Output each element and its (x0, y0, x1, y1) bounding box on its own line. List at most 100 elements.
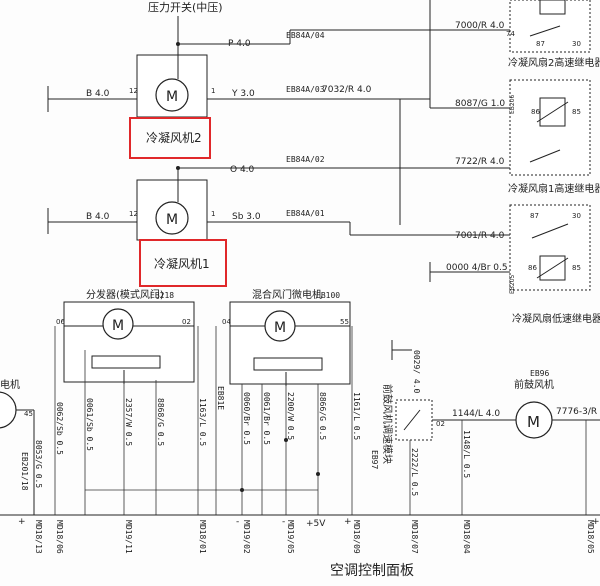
blower-code: EB96 (530, 369, 549, 378)
blower-wire: 7776-3/R 4.0 (556, 407, 600, 417)
speed-wire-0: 1148/L 0.5 (462, 430, 471, 478)
r3-side: EB205 (509, 274, 516, 294)
fan2-pin-right: 1 (211, 87, 215, 95)
speed-wire-1: 2222/L 0.5 (410, 448, 419, 496)
relay1-label: 冷凝风扇2高速继电器 (508, 56, 600, 69)
mixer-wire-4: 1161/L 0.5 (352, 392, 361, 440)
control-panel-title: 空调控制面板 (330, 563, 414, 579)
fan2-wire-right: Y 3.0 (231, 89, 255, 99)
fan2-highlight (129, 117, 211, 159)
fan1-wire-right: Sb 3.0 (232, 212, 261, 222)
mixer-code: EB100 (316, 291, 340, 300)
pressure-switch-label: 压力开关(中压) (148, 0, 223, 14)
bottom-conn-9: MD18/05 (586, 520, 595, 554)
sym-minus1: - (236, 517, 239, 527)
sym-plus4: + (592, 517, 600, 527)
r3-pin-d: 85 (572, 264, 581, 272)
distributor-motor-symbol: M (112, 318, 124, 334)
fan1-conn-right: EB84A/01 (286, 209, 325, 218)
r3-pin-b: 30 (572, 212, 581, 220)
left-motor (0, 391, 17, 429)
sym-minus2: - (282, 517, 285, 527)
r1-pin-b: 30 (572, 40, 581, 48)
distributor-motor (102, 308, 134, 340)
r2-wire1: 7032/R 4.0 (322, 85, 372, 95)
speed-pin: 02 (436, 420, 445, 428)
fan1-motor (155, 201, 189, 235)
mixer-pin-l: 04 (222, 318, 231, 326)
sym-plus1: + (18, 517, 26, 527)
fan1-motor-symbol: M (166, 212, 178, 228)
bottom-conn-7: MD18/07 (410, 520, 419, 554)
bottom-conn-8: MD18/04 (462, 520, 471, 554)
vertical-wires (54, 326, 353, 515)
mixer-label: 混合风门微电机 (252, 288, 322, 301)
sym-plus2: +5V (306, 519, 326, 529)
r3-wire1: 7001/R 4.0 (455, 231, 505, 241)
r3-pin-c: 86 (528, 264, 537, 272)
bottom-conn-6: MD18/09 (352, 520, 361, 554)
r2-wire3: 7722/R 4.0 (455, 157, 505, 167)
fan1-pin-left: 12 (129, 210, 138, 218)
dist-wire-2: 2357/W 0.5 (124, 398, 133, 446)
left-motor-label: 电机 (0, 378, 20, 391)
bottom-conn-5: MD19/05 (286, 520, 295, 554)
blower-motor-symbol: M (527, 413, 540, 431)
r2-pin-b: 85 (572, 108, 581, 116)
r1-wire: 7000/R 4.0 (455, 21, 505, 31)
distributor-code: EB218 (150, 291, 174, 300)
blower-speed-box (395, 399, 433, 441)
bottom-conn-3: MD18/01 (198, 520, 207, 554)
fan1-wire-top: O 4.0 (230, 165, 255, 175)
speed-code: EB97 (370, 450, 379, 469)
r2-side: EB206 (509, 94, 516, 114)
r2-pin-a: 86 (531, 108, 540, 116)
dist-wire-4: 1163/L 0.5 (198, 398, 207, 446)
distributor-label: 分发器(模式风门) (86, 288, 164, 301)
bottom-conn-0: MD18/13 (34, 520, 43, 554)
mixer-wire-0: 0060/Br 0.5 (242, 392, 251, 445)
mixer-wire-2: 2200/W 0.5 (286, 392, 295, 440)
distributor-pin-r: 02 (182, 318, 191, 326)
left-wire-0: EB201/18 (20, 452, 29, 491)
left-motor-pin: 45 (24, 410, 33, 418)
fan1-label: 冷凝风机1 (154, 256, 210, 271)
fan2-wire-top: P 4.0 (228, 39, 251, 49)
bottom-conn-1: MD18/06 (55, 520, 64, 554)
fan2-conn-right: EB84A/03 (286, 85, 325, 94)
dist-wire-3: 8868/G 0.5 (156, 398, 165, 446)
mixer-conn-0: EB81E (216, 386, 225, 410)
relay2-box (509, 79, 591, 176)
fan2-label: 冷凝风机2 (146, 130, 202, 145)
blower-label: 前鼓风机 (514, 378, 554, 391)
fan2-pin-left: 12 (129, 87, 138, 95)
r2-wire2: 8087/G 1.0 (455, 99, 505, 109)
sym-plus3: + (344, 517, 352, 527)
blower-speed-label: 前鼓风机调速模块 (381, 384, 394, 464)
mixer-wire-1: 0061/Br 0.5 (262, 392, 271, 445)
relay2-label: 冷凝风扇1高速继电器 (508, 182, 600, 195)
r3-wire2: 0000 4/Br 0.5 (446, 263, 508, 273)
speed-wire-top: 0029/ 4.0 (412, 350, 421, 394)
relay3-label: 冷凝风扇低速继电器 (512, 312, 600, 325)
mixer-motor-symbol: M (274, 320, 286, 336)
fan1-highlight (139, 239, 227, 287)
r1-pin-a: 87 (536, 40, 545, 48)
r3-pin-a: 87 (530, 212, 539, 220)
fan1-conn-top: EB84A/02 (286, 155, 325, 164)
r1-pin-c: 74 (506, 30, 515, 38)
speed-wire-out: 1144/L 4.0 (452, 409, 500, 419)
fan1-pin-right: 1 (211, 210, 215, 218)
fan1-wire-left: B 4.0 (86, 212, 110, 222)
fan2-wire-left: B 4.0 (86, 89, 110, 99)
distributor-pin-l: 06 (56, 318, 65, 326)
fan2-conn-top: EB84A/04 (286, 31, 325, 40)
left-wire-1: 8053/G 0.5 (34, 440, 43, 488)
dist-wire-1: 0061/Sb 0.5 (85, 398, 94, 451)
mixer-wire-3: 8866/G 0.5 (318, 392, 327, 440)
dist-wire-0: 0062/Sb 0.5 (55, 402, 64, 455)
fan2-motor (155, 78, 189, 112)
bottom-conn-2: MD19/11 (124, 520, 133, 554)
